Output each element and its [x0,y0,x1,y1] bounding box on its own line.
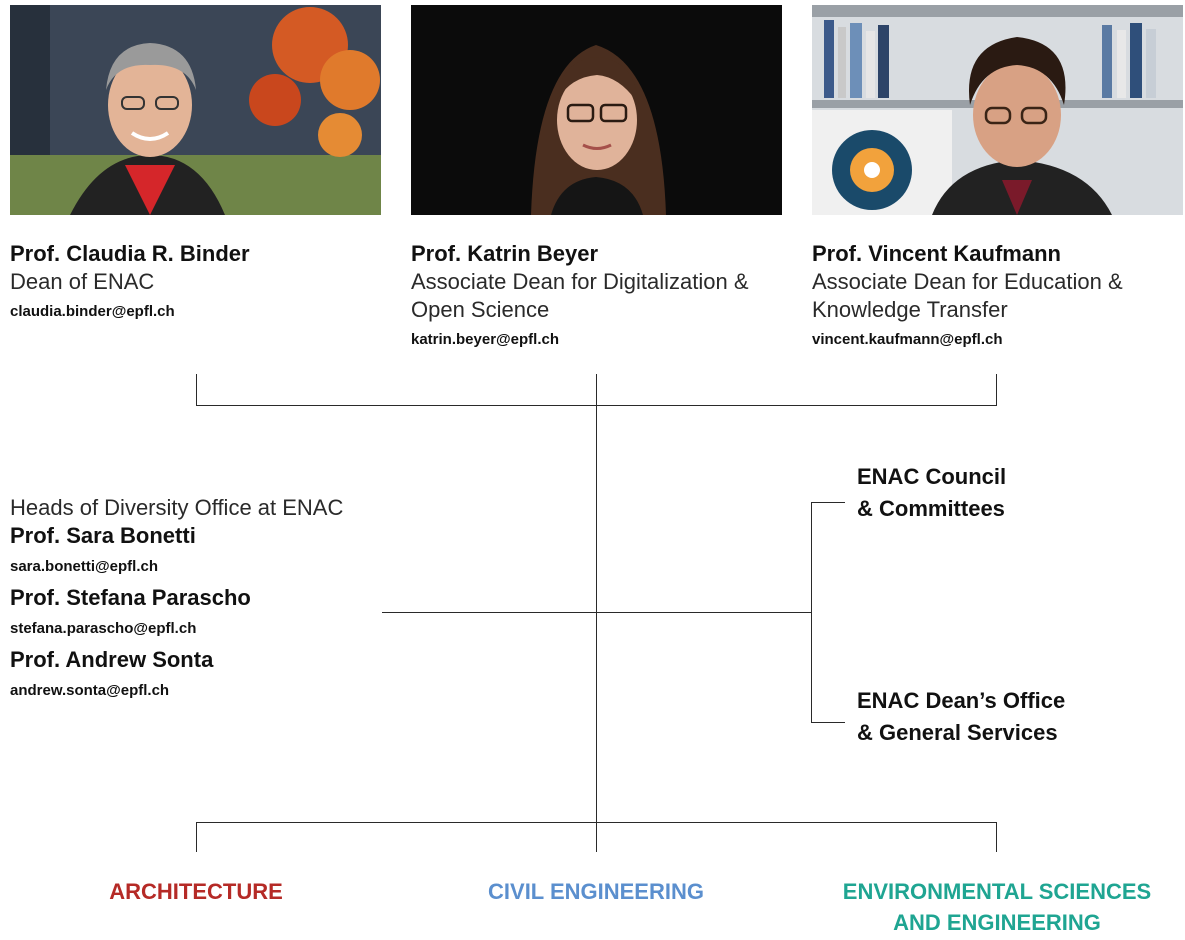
deans-office-line: ENAC Dean’s Office [857,688,1066,713]
council-line: & Committees [857,496,1005,521]
person-name: Prof. Stefana Parascho [10,585,251,610]
person-name: Prof. Claudia R. Binder [10,241,250,266]
connector-line [811,502,845,503]
council-line: ENAC Council [857,464,1007,489]
person-email[interactable]: sara.bonetti@epfl.ch [10,558,158,575]
deans-office-line: & General Services [857,720,1058,745]
unit-label: CIVIL ENGINEERING [488,879,704,904]
diversity-office: Heads of Diversity Office at ENAC Prof. … [10,494,343,708]
unit-architecture: ARCHITECTURE [46,876,346,907]
person-email[interactable]: claudia.binder@epfl.ch [10,303,175,320]
person-role: Associate Dean for Education & Knowledge… [812,269,1123,322]
deans-office-label: ENAC Dean’s Office & General Services [857,685,1065,749]
photo-katrin-beyer [411,5,782,215]
person-role: Associate Dean for Digitalization & Open… [411,269,749,322]
unit-environmental: ENVIRONMENTAL SCIENCES AND ENGINEERING [812,876,1182,938]
connector-line [196,822,197,852]
connector-line [196,822,997,823]
person-email[interactable]: vincent.kaufmann@epfl.ch [812,331,1003,348]
person-name: Prof. Katrin Beyer [411,241,599,266]
person-role: Dean of ENAC [10,269,155,294]
unit-label: ARCHITECTURE [109,879,283,904]
council-label: ENAC Council & Committees [857,461,1006,525]
person-email[interactable]: katrin.beyer@epfl.ch [411,331,560,348]
associate-dean-card: Prof. Vincent Kaufmann Associate Dean fo… [812,240,1182,350]
unit-civil-engineering: CIVIL ENGINEERING [446,876,746,907]
unit-label: ENVIRONMENTAL SCIENCES [842,879,1152,904]
connector-line [196,374,197,406]
connector-line [996,822,997,852]
connector-line [382,612,812,613]
associate-dean-card: Prof. Katrin Beyer Associate Dean for Di… [411,240,796,350]
unit-label: AND ENGINEERING [893,910,1101,935]
connector-line [996,374,997,406]
person-name: Prof. Sara Bonetti [10,523,196,548]
photo-vincent-kaufmann [812,5,1183,215]
person-name: Prof. Vincent Kaufmann [812,241,1061,266]
person-name: Prof. Andrew Sonta [10,647,214,672]
connector-line [811,722,845,723]
diversity-title: Heads of Diversity Office at ENAC [10,495,344,520]
person-email[interactable]: andrew.sonta@epfl.ch [10,682,170,699]
person-email[interactable]: stefana.parascho@epfl.ch [10,620,197,637]
connector-line [811,502,812,723]
photo-claudia-binder [10,5,381,215]
connector-line [596,374,597,852]
dean-card: Prof. Claudia R. Binder Dean of ENAC cla… [10,240,390,322]
